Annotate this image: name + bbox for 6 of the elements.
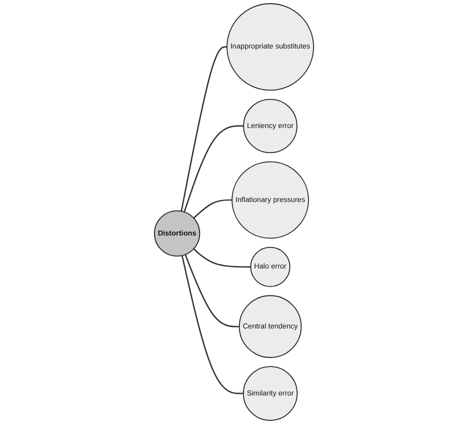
connector xyxy=(193,248,251,268)
connector xyxy=(193,199,232,219)
connector xyxy=(181,255,244,394)
connector xyxy=(180,46,227,212)
connector xyxy=(184,125,244,212)
connector xyxy=(184,254,240,328)
